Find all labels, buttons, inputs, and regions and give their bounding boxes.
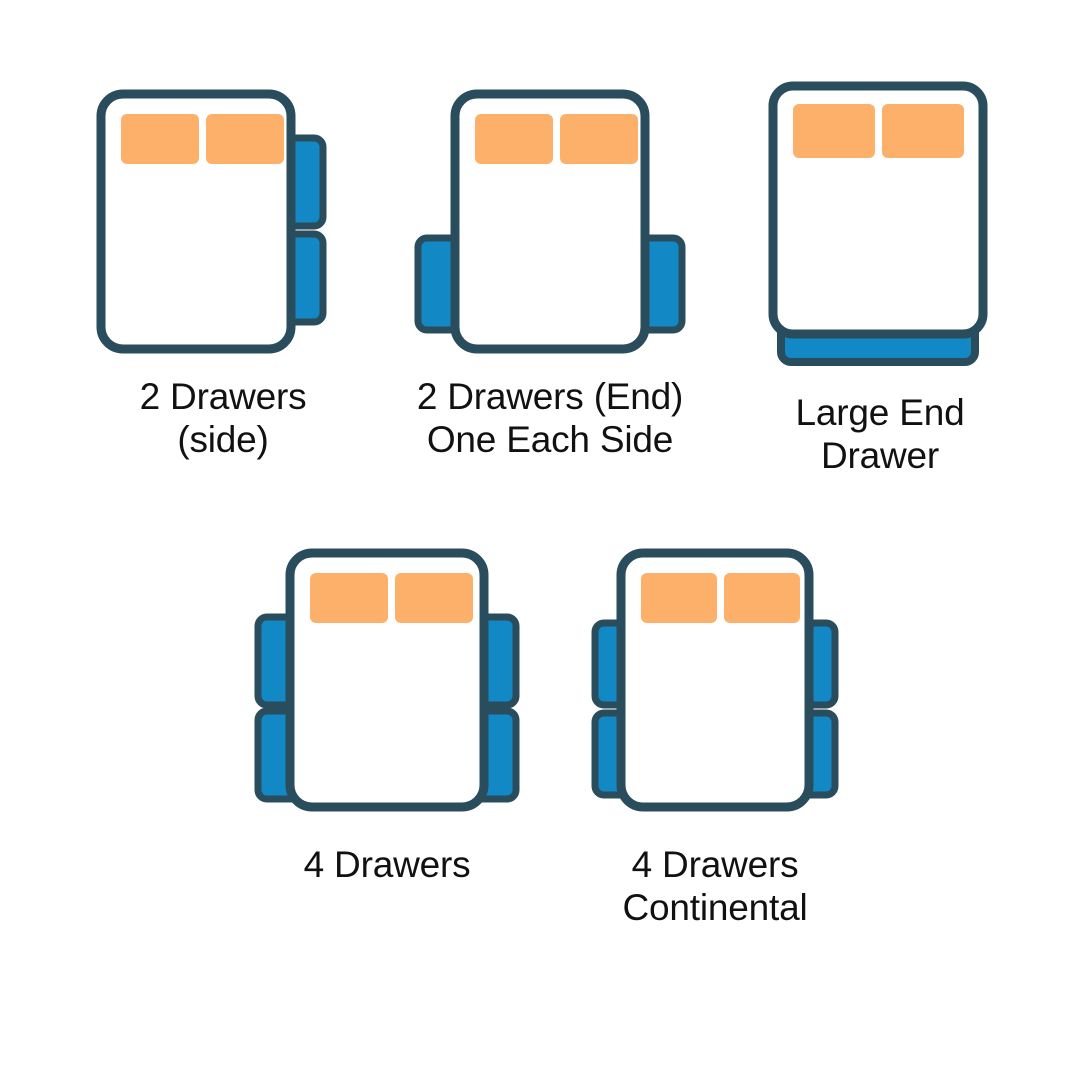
- bed-option-two-drawers-side[interactable]: 2 Drawers (side): [58, 86, 388, 462]
- pillow-left: [793, 104, 875, 158]
- bed-option-four-drawers[interactable]: 4 Drawers: [222, 545, 552, 887]
- pillow-right: [724, 573, 800, 623]
- bed-option-label: 4 Drawers: [303, 844, 471, 885]
- bed-diagram-four-drawers: [254, 548, 520, 812]
- pillow-left: [121, 114, 199, 164]
- bed-option-large-end-drawer[interactable]: Large End Drawer: [715, 78, 1045, 478]
- pillow-left: [310, 573, 388, 623]
- pillow-right: [560, 114, 638, 164]
- pillow-left: [641, 573, 717, 623]
- bed-option-label: 2 Drawers (side): [139, 376, 307, 460]
- pillow-right: [882, 104, 964, 158]
- bed-option-two-drawers-end[interactable]: 2 Drawers (End) One Each Side: [385, 86, 715, 462]
- bed-option-label: Large End Drawer: [795, 392, 965, 476]
- bed-diagram-large-end-drawer: [768, 81, 988, 366]
- bed-diagram-two-drawers-side: [96, 89, 327, 354]
- bed-diagram-two-drawers-end: [414, 89, 686, 354]
- bed-option-four-drawers-continental[interactable]: 4 Drawers Continental: [550, 545, 880, 930]
- pillow-right: [206, 114, 284, 164]
- pillow-left: [475, 114, 553, 164]
- bed-option-label: 2 Drawers (End) One Each Side: [416, 376, 684, 460]
- bed-diagram-four-drawers-continental: [591, 548, 839, 812]
- pillow-right: [395, 573, 473, 623]
- bed-option-label: 4 Drawers Continental: [622, 844, 808, 928]
